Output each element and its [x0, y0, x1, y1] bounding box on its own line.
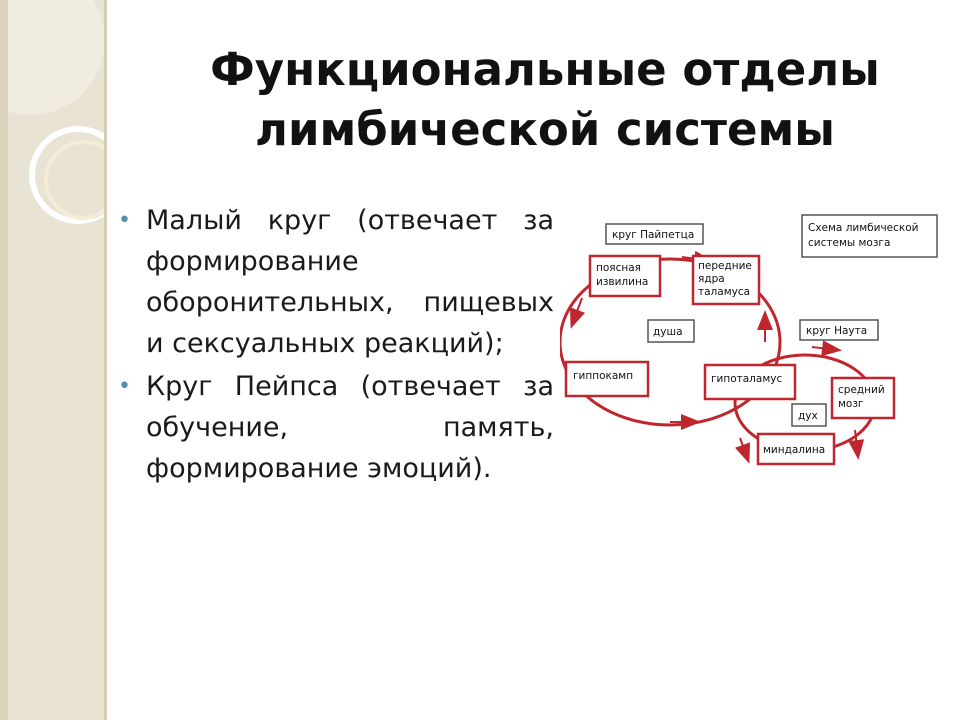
node-label: средний	[838, 384, 885, 396]
bullet-list: • Малый круг (отвечает за формирование о…	[118, 200, 554, 491]
papez-label-box	[605, 223, 704, 245]
node-label: таламуса	[698, 286, 750, 298]
diagram-caption-line-2: системы мозга	[808, 237, 890, 249]
node-label: гиппокамп	[573, 370, 633, 382]
bullet-item: • Круг Пейпса (отвечает за обучение, пам…	[118, 366, 554, 489]
sidebar-edge	[104, 0, 107, 720]
bullet-item: • Малый круг (отвечает за формирование о…	[118, 200, 554, 364]
node-label: гипоталамус	[711, 373, 782, 385]
title-line-1: Функциональные отделы	[210, 43, 880, 96]
page-title: Функциональные отделы лимбической систем…	[150, 40, 940, 160]
node-midbrain	[830, 376, 896, 420]
node-hippocampus	[564, 360, 650, 398]
papez-circle	[560, 257, 782, 427]
node-spirit	[791, 403, 827, 427]
diagram-caption-box	[801, 214, 938, 258]
papez-label: круг Пайпетца	[612, 229, 694, 241]
arrow-icon	[811, 340, 842, 357]
node-hypothalamus	[703, 363, 797, 401]
arrow-icon	[848, 429, 865, 460]
node-label: ядра	[698, 273, 725, 285]
diagram-caption-line-1: Схема лимбической	[808, 222, 918, 234]
node-label: поясная	[596, 262, 641, 274]
bullet-dot-icon: •	[118, 374, 131, 399]
node-label: извилина	[596, 276, 648, 288]
node-cingulate-gyrus	[588, 254, 662, 298]
node-label: мозг	[838, 398, 863, 410]
decorative-circles	[0, 0, 104, 720]
bullet-text: Круг Пейпса (отвечает за обучение, памят…	[146, 371, 554, 484]
node-amygdala	[756, 432, 836, 466]
title-line-2: лимбической системы	[255, 103, 835, 156]
node-anterior-thalamus	[691, 254, 761, 306]
node-soul	[647, 319, 695, 343]
bullet-dot-icon: •	[118, 208, 131, 233]
nauta-label: круг Наута	[806, 325, 867, 337]
node-label: дух	[798, 410, 818, 422]
node-label: миндалина	[763, 444, 825, 456]
node-label: передние	[698, 260, 752, 272]
sidebar-decoration	[0, 0, 104, 720]
arrow-icon	[570, 297, 586, 329]
arrow-icon	[735, 437, 751, 464]
node-label: душа	[653, 326, 683, 338]
nauta-label-box	[799, 319, 879, 341]
limbic-system-diagram: Схема лимбической системы мозга круг Пай…	[560, 214, 938, 466]
bullet-text: Малый круг (отвечает за формирование обо…	[146, 205, 554, 359]
